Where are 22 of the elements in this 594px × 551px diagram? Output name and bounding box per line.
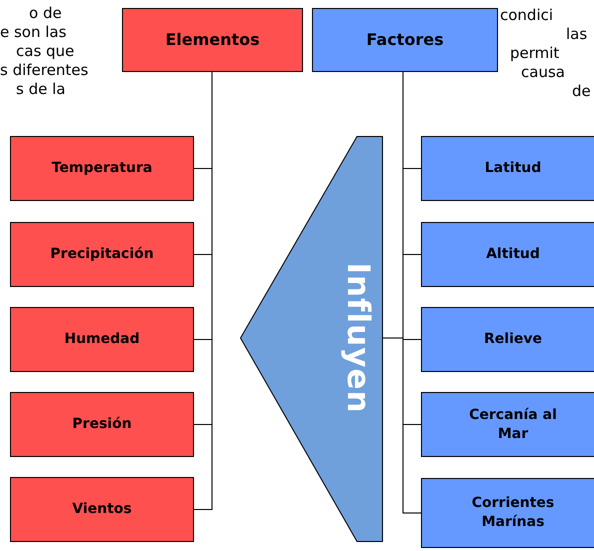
cut-off-text: de (572, 84, 591, 99)
cut-off-text: causa (521, 65, 565, 80)
cut-off-text: s diferentes (0, 63, 88, 78)
cut-off-text: condici (500, 8, 554, 23)
header-box: Factores (312, 8, 498, 72)
concept-box: Latitud (421, 136, 594, 201)
concept-box: Vientos (10, 477, 194, 542)
concept-box: Altitud (421, 222, 594, 287)
concept-box: Presión (10, 392, 194, 457)
concept-box: Cercanía al Mar (421, 392, 594, 457)
cut-off-text: s de la (16, 82, 66, 97)
cut-off-text: o de (29, 6, 62, 21)
cut-off-text: cas que (16, 44, 74, 59)
header-box: Elementos (122, 8, 303, 72)
cut-off-text: e son las (0, 25, 66, 40)
concept-box: Precipitación (10, 222, 194, 287)
concept-box: Corrientes Marínas (421, 478, 594, 548)
cut-off-text: las (566, 27, 588, 42)
concept-box: Relieve (421, 307, 594, 372)
concept-box: Temperatura (10, 136, 194, 201)
concept-box: Humedad (10, 307, 194, 372)
shape-label: Influyen (340, 262, 376, 414)
